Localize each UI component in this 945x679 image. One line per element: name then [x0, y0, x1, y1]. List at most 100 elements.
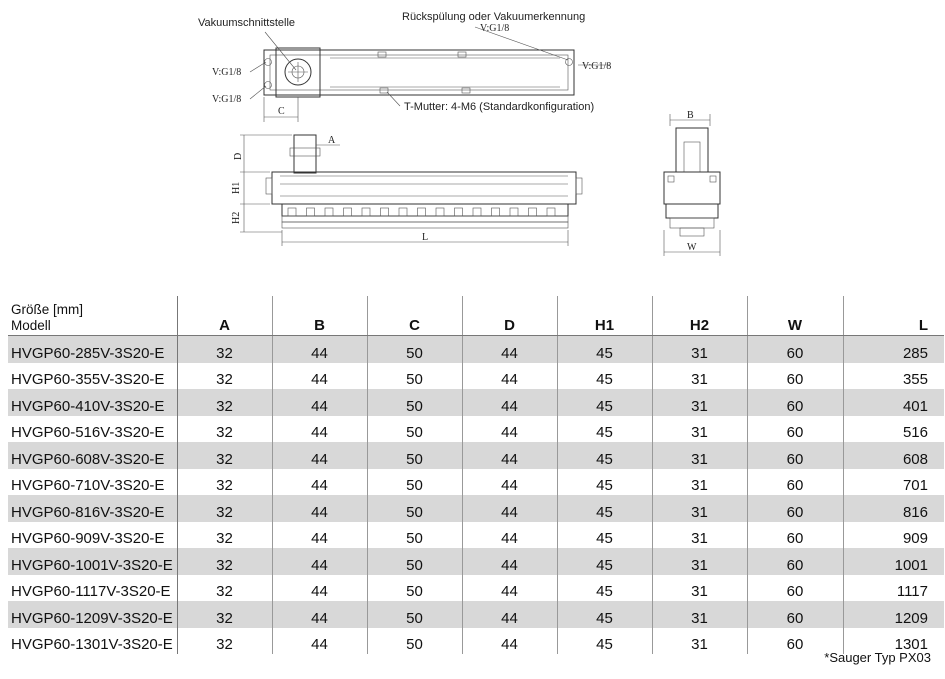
- value-cell: 31: [652, 468, 748, 495]
- value-cell: 45: [557, 415, 653, 442]
- value-cell: 31: [652, 362, 748, 389]
- dimensions-table: Größe [mm] Modell A B C D H1 H2 W L HVGP…: [8, 296, 944, 654]
- value-cell: 50: [367, 415, 463, 442]
- model-cell: HVGP60-355V-3S20-E: [8, 362, 178, 389]
- value-cell: 60: [747, 601, 844, 628]
- technical-drawing: Vakuumschnittstelle Rückspülung oder Vak…: [198, 11, 721, 256]
- suction-cup: [509, 207, 519, 217]
- value-cell: 44: [272, 548, 368, 575]
- value-cell: 50: [367, 495, 463, 522]
- value-cell: 1301: [894, 636, 928, 653]
- footnote: *Sauger Typ PX03: [824, 650, 931, 665]
- label-vacuum-interface: Vakuumschnittstelle: [198, 17, 295, 29]
- header-col-c: C: [367, 296, 463, 336]
- table-header-row: Größe [mm] Modell A B C D H1 H2 W L: [8, 296, 944, 336]
- value-cell: 44: [272, 468, 368, 495]
- value-cell: 32: [177, 548, 273, 575]
- dim-d-label: D: [233, 153, 244, 160]
- model-cell: HVGP60-710V-3S20-E: [8, 468, 178, 495]
- model-cell: HVGP60-1001V-3S20-E: [8, 548, 178, 575]
- top-view: [249, 26, 610, 122]
- value-cell: 50: [367, 389, 463, 416]
- value-cell: 50: [367, 548, 463, 575]
- suction-cup: [472, 207, 482, 217]
- model-cell: HVGP60-285V-3S20-E: [8, 335, 178, 363]
- suction-cup: [435, 207, 445, 217]
- value-cell: 60: [747, 495, 844, 522]
- value-cell: 60: [747, 362, 844, 389]
- suction-cup: [361, 207, 371, 217]
- model-cell: HVGP60-410V-3S20-E: [8, 389, 178, 416]
- side-view: [240, 134, 583, 246]
- value-cell: 31: [652, 521, 748, 548]
- value-cell: 31: [652, 442, 748, 469]
- value-cell: 50: [367, 627, 463, 654]
- dim-w-label: W: [687, 242, 697, 253]
- value-cell: 608: [843, 442, 944, 469]
- dim-l-label: L: [422, 232, 428, 243]
- value-cell: 285: [843, 335, 944, 363]
- value-cell: 50: [367, 521, 463, 548]
- dim-b-label: B: [687, 110, 694, 121]
- suction-cup: [343, 207, 352, 217]
- value-cell: 701: [902, 477, 928, 494]
- suction-cup: [398, 207, 408, 217]
- value-cell: 31: [652, 601, 748, 628]
- model-cell: HVGP60-1117V-3S20-E: [8, 574, 178, 601]
- header-size-label: Größe [mm]: [11, 302, 84, 317]
- model-cell: HVGP60-516V-3S20-E: [8, 415, 178, 442]
- value-cell: 50: [367, 442, 463, 469]
- value-cell: 44: [272, 389, 368, 416]
- label-vg18-left1: V:G1/8: [212, 67, 241, 78]
- suction-cup: [287, 207, 297, 217]
- value-cell: 31: [652, 495, 748, 522]
- value-cell: 44: [272, 362, 368, 389]
- suction-cup: [491, 207, 500, 217]
- suction-cup: [417, 207, 426, 217]
- value-cell: 44: [272, 627, 368, 654]
- value-cell: 401: [843, 389, 944, 416]
- value-cell: 31: [652, 574, 748, 601]
- value-cell: 60: [747, 521, 844, 548]
- value-cell: 60: [747, 548, 844, 575]
- value-cell: 31: [652, 548, 748, 575]
- value-cell: 32: [177, 415, 273, 442]
- suction-cup: [306, 207, 315, 217]
- suction-cup: [546, 207, 556, 217]
- value-cell: 50: [367, 468, 463, 495]
- value-cell: 1001: [843, 548, 944, 575]
- header-col-h1: H1: [557, 296, 653, 336]
- value-cell: 50: [367, 574, 463, 601]
- header-model-cell: Größe [mm] Modell: [8, 296, 178, 336]
- value-cell: 60: [747, 335, 844, 363]
- value-cell: 60: [747, 389, 844, 416]
- label-vg18-right: V:G1/8: [582, 61, 611, 72]
- value-cell: 909: [902, 530, 928, 547]
- value-cell: 31: [652, 627, 748, 654]
- value-cell: 44: [462, 574, 558, 601]
- header-col-b: B: [272, 296, 368, 336]
- value-cell: 1117: [896, 583, 928, 600]
- dim-a-label: A: [328, 135, 336, 146]
- value-cell: 45: [557, 442, 653, 469]
- value-cell: 1209: [843, 601, 944, 628]
- value-cell: 44: [462, 362, 558, 389]
- suction-cup: [324, 207, 334, 217]
- header-col-w: W: [747, 296, 844, 336]
- value-cell: 816: [843, 495, 944, 522]
- value-cell: 50: [367, 601, 463, 628]
- header-col-h2: H2: [652, 296, 748, 336]
- header-col-l: L: [843, 296, 944, 336]
- value-cell: 32: [177, 574, 273, 601]
- suction-cup: [454, 207, 463, 217]
- value-cell: 32: [177, 442, 273, 469]
- value-cell: 44: [272, 335, 368, 363]
